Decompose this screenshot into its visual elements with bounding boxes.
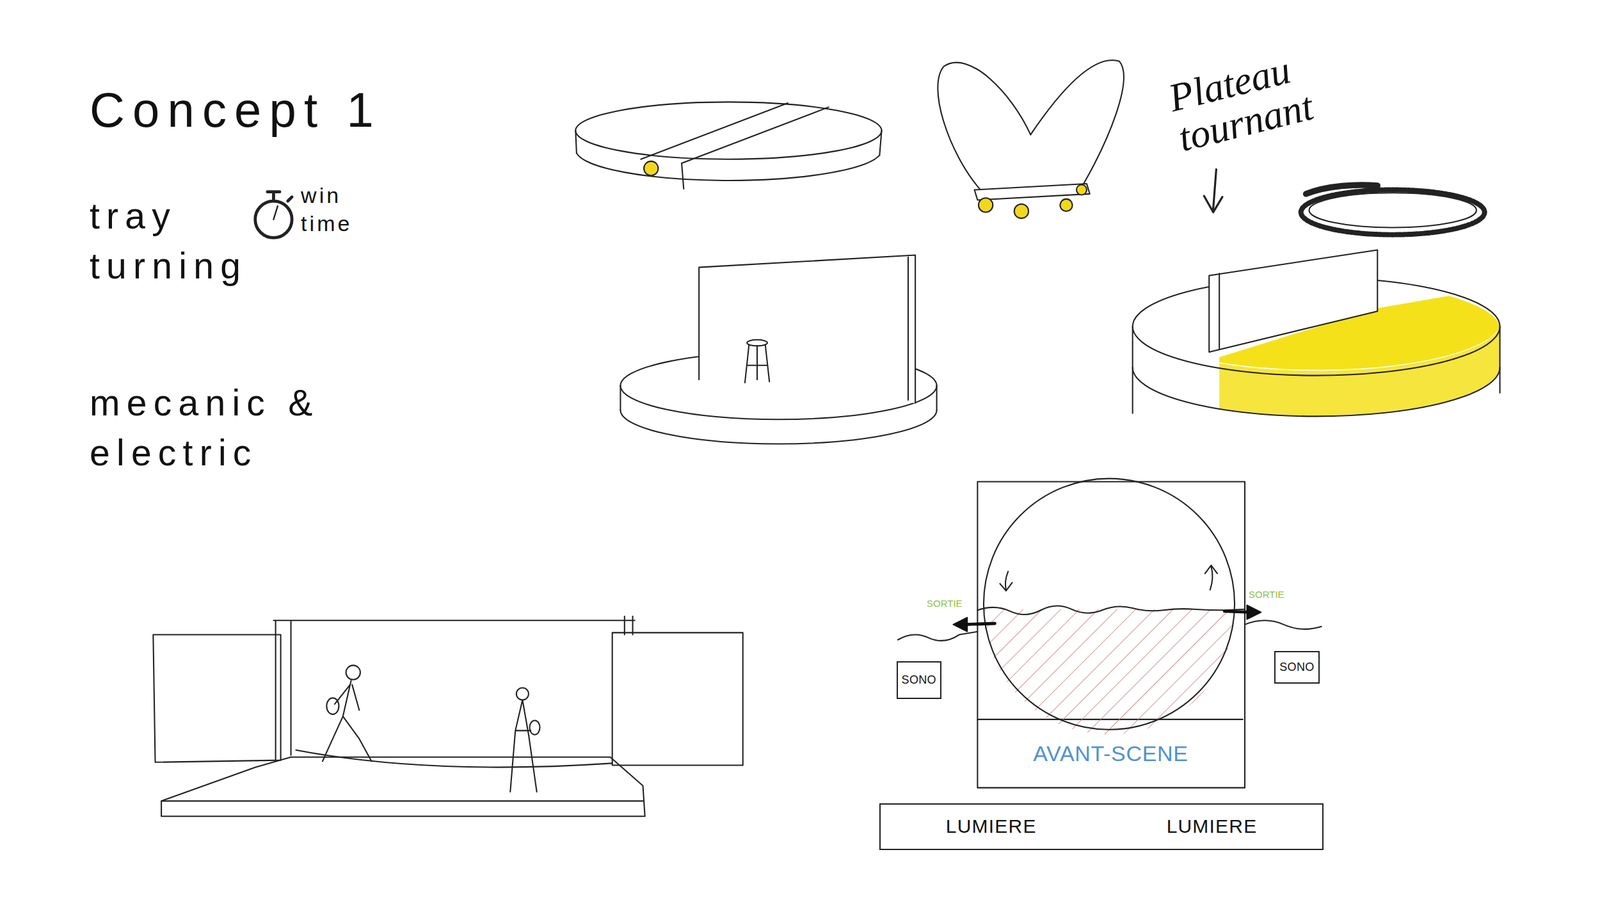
split-disc-sketch <box>681 163 684 189</box>
pointer-arrow <box>1203 169 1223 213</box>
stage-plan <box>983 478 1235 730</box>
exit-label: SORTIE <box>1248 588 1285 600</box>
split-disc-sketch <box>575 101 882 189</box>
folding-cart-sketch <box>937 60 1124 219</box>
split-disc-sketch <box>575 101 882 159</box>
stage-perspective-sketch <box>152 634 281 763</box>
disc-wall-sketch <box>620 255 937 445</box>
concept-note: win time <box>300 181 386 238</box>
stopwatch-icon <box>272 193 276 201</box>
turntable-cylinder-sketch <box>1208 250 1378 352</box>
disc-wall-sketch <box>907 257 909 400</box>
split-disc-sketch <box>681 106 829 164</box>
stopwatch-icon <box>288 197 292 201</box>
stage-perspective-sketch <box>322 680 372 761</box>
stage-plan <box>983 609 1235 735</box>
folding-cart-sketch <box>1014 204 1029 219</box>
stage-perspective-sketch <box>296 750 613 768</box>
exit-arrow <box>964 623 996 625</box>
stage-perspective-sketch <box>326 697 339 715</box>
pointer-arrow <box>1203 195 1223 213</box>
folding-cart-sketch <box>1059 199 1072 212</box>
sound-box: SONO <box>1274 650 1320 684</box>
turntable-cylinder-sketch <box>1132 367 1501 417</box>
stage-perspective-sketch <box>161 800 643 802</box>
exit-arrow <box>952 604 1261 632</box>
folding-cart-sketch <box>1076 184 1087 196</box>
disc-wall-sketch <box>744 344 770 383</box>
handwritten-note: Plateau tournant <box>1164 26 1396 159</box>
disc-wall-sketch <box>746 339 768 347</box>
stage-perspective-sketch <box>273 616 635 761</box>
exit-arrow <box>952 616 968 632</box>
node-text: AVANT-SCENE <box>1032 741 1188 767</box>
folding-cart-sketch <box>1030 60 1124 184</box>
split-disc-sketch <box>643 161 658 176</box>
concept-note: mecanic & electric <box>89 377 423 478</box>
stage-plan <box>897 478 1322 788</box>
stage-perspective-sketch <box>516 687 529 700</box>
disc-wall-sketch <box>936 385 938 411</box>
exit-label: SORTIE <box>926 597 963 609</box>
disc-wall-sketch <box>698 255 916 404</box>
stage-perspective-sketch <box>346 664 361 680</box>
stage-plan <box>1205 565 1218 590</box>
stage-perspective-sketch <box>612 632 744 765</box>
turntable-cylinder-sketch <box>1218 273 1220 349</box>
split-disc-sketch <box>576 152 880 181</box>
stopwatch-icon <box>255 200 292 238</box>
folding-cart-sketch <box>978 197 993 212</box>
turntable-cylinder-sketch <box>1499 326 1501 393</box>
gear-ring-sketch <box>1301 190 1485 235</box>
stage-perspective-sketch <box>529 720 541 735</box>
stage-plan <box>999 571 1012 591</box>
pointer-arrow <box>1213 169 1217 210</box>
stage-plan <box>1244 620 1322 630</box>
node-text: LUMIERE <box>1166 815 1258 838</box>
gear-ring-sketch <box>1308 192 1476 228</box>
stopwatch-icon <box>255 192 292 239</box>
split-disc-sketch <box>879 130 882 155</box>
stage-plan <box>897 631 978 641</box>
split-disc-sketch <box>575 130 577 153</box>
stopwatch-icon <box>267 190 280 194</box>
stage-perspective-sketch <box>152 616 743 816</box>
stage-plan <box>977 481 1245 788</box>
exit-arrow <box>1246 604 1261 619</box>
forestage-band: AVANT-SCENE <box>979 721 1243 786</box>
sound-box: SONO <box>896 661 942 699</box>
node-text: LUMIERE <box>945 815 1037 838</box>
disc-wall-sketch <box>620 410 937 445</box>
exit-arrow <box>1224 611 1250 613</box>
stage-perspective-sketch <box>510 700 537 792</box>
gear-ring-sketch <box>1306 184 1378 194</box>
folding-cart-sketch <box>974 183 1090 201</box>
node-text: SONO <box>901 673 937 687</box>
turntable-cylinder-sketch <box>1132 250 1501 417</box>
node-text: SONO <box>1279 660 1314 674</box>
stopwatch-icon <box>273 206 278 220</box>
stage-plan <box>977 605 1245 615</box>
lighting-bar: LUMIERE LUMIERE <box>879 803 1324 850</box>
disc-wall-sketch <box>619 385 621 411</box>
slide-title: Concept 1 <box>89 81 382 138</box>
concept-note: tray turning <box>89 190 301 291</box>
folding-cart-sketch <box>937 62 1031 189</box>
gear-ring-sketch <box>1301 184 1485 235</box>
